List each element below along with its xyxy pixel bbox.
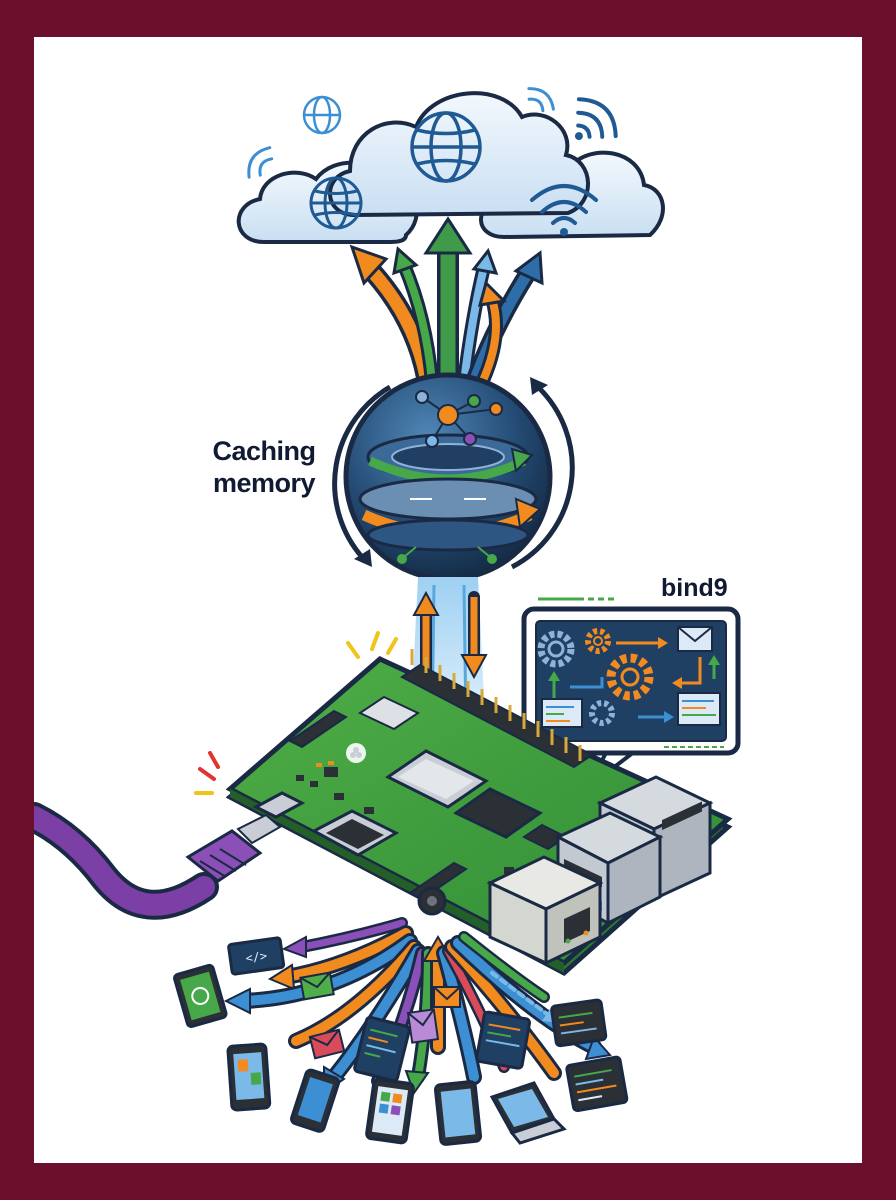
wifi-icon bbox=[574, 97, 618, 141]
client-devices: </> bbox=[173, 936, 629, 1146]
gear-icon bbox=[589, 700, 615, 726]
smartphone-icon bbox=[226, 1042, 272, 1112]
cycle-arrow-left bbox=[332, 384, 392, 559]
code-icon: </> bbox=[227, 936, 286, 976]
gear-icon bbox=[537, 630, 575, 668]
envelope-icon bbox=[677, 626, 713, 652]
bind9-panel bbox=[521, 597, 741, 789]
globe-icon bbox=[302, 95, 342, 135]
cycle-arrow-right bbox=[510, 385, 575, 570]
code-icon bbox=[541, 698, 583, 728]
upstream-arrows bbox=[349, 216, 544, 394]
code-icon bbox=[475, 1010, 532, 1070]
tablet-icon bbox=[433, 1080, 483, 1146]
raspberry-pi-board bbox=[194, 631, 733, 977]
diagram-canvas: </> bbox=[34, 37, 862, 1163]
bind9-label: bind9 bbox=[661, 574, 728, 602]
caching-label-line1: Caching bbox=[212, 436, 316, 466]
ethernet-port bbox=[486, 855, 604, 966]
gear-icon bbox=[606, 653, 654, 701]
gpio-header bbox=[400, 649, 594, 769]
ram-chip bbox=[453, 787, 543, 839]
envelope-icon bbox=[433, 986, 461, 1008]
gear-icon bbox=[585, 628, 611, 654]
tablet-icon bbox=[173, 963, 228, 1028]
dns-cache-illustration: </> bbox=[34, 87, 741, 1146]
code-icon bbox=[353, 1015, 411, 1083]
code-icon bbox=[565, 1055, 629, 1113]
envelope-icon bbox=[406, 1008, 440, 1044]
ethernet-cable bbox=[34, 802, 282, 920]
envelope-icon bbox=[308, 1028, 346, 1060]
laptop-icon bbox=[489, 1081, 567, 1145]
globe-icon bbox=[410, 111, 482, 183]
wifi-icon bbox=[247, 146, 274, 179]
svg-text:</>: </> bbox=[245, 949, 268, 966]
wifi-icon bbox=[530, 184, 598, 236]
globe-icon bbox=[309, 176, 363, 230]
tablet-icon bbox=[365, 1077, 415, 1145]
envelope-icon bbox=[299, 971, 335, 1001]
wifi-icon bbox=[527, 87, 555, 113]
client-arrows bbox=[223, 917, 612, 1096]
usb-c-port bbox=[252, 791, 306, 819]
code-icon bbox=[550, 998, 608, 1048]
raspberry-logo-icon bbox=[346, 743, 366, 763]
smartphone-icon bbox=[290, 1068, 341, 1133]
cache-sphere bbox=[332, 372, 575, 582]
code-icon bbox=[677, 692, 721, 726]
caching-label-line2: memory bbox=[212, 468, 316, 498]
internet-clouds bbox=[236, 87, 665, 244]
network-node-icon bbox=[415, 390, 503, 448]
caching-memory-label: Caching memory bbox=[212, 435, 316, 499]
